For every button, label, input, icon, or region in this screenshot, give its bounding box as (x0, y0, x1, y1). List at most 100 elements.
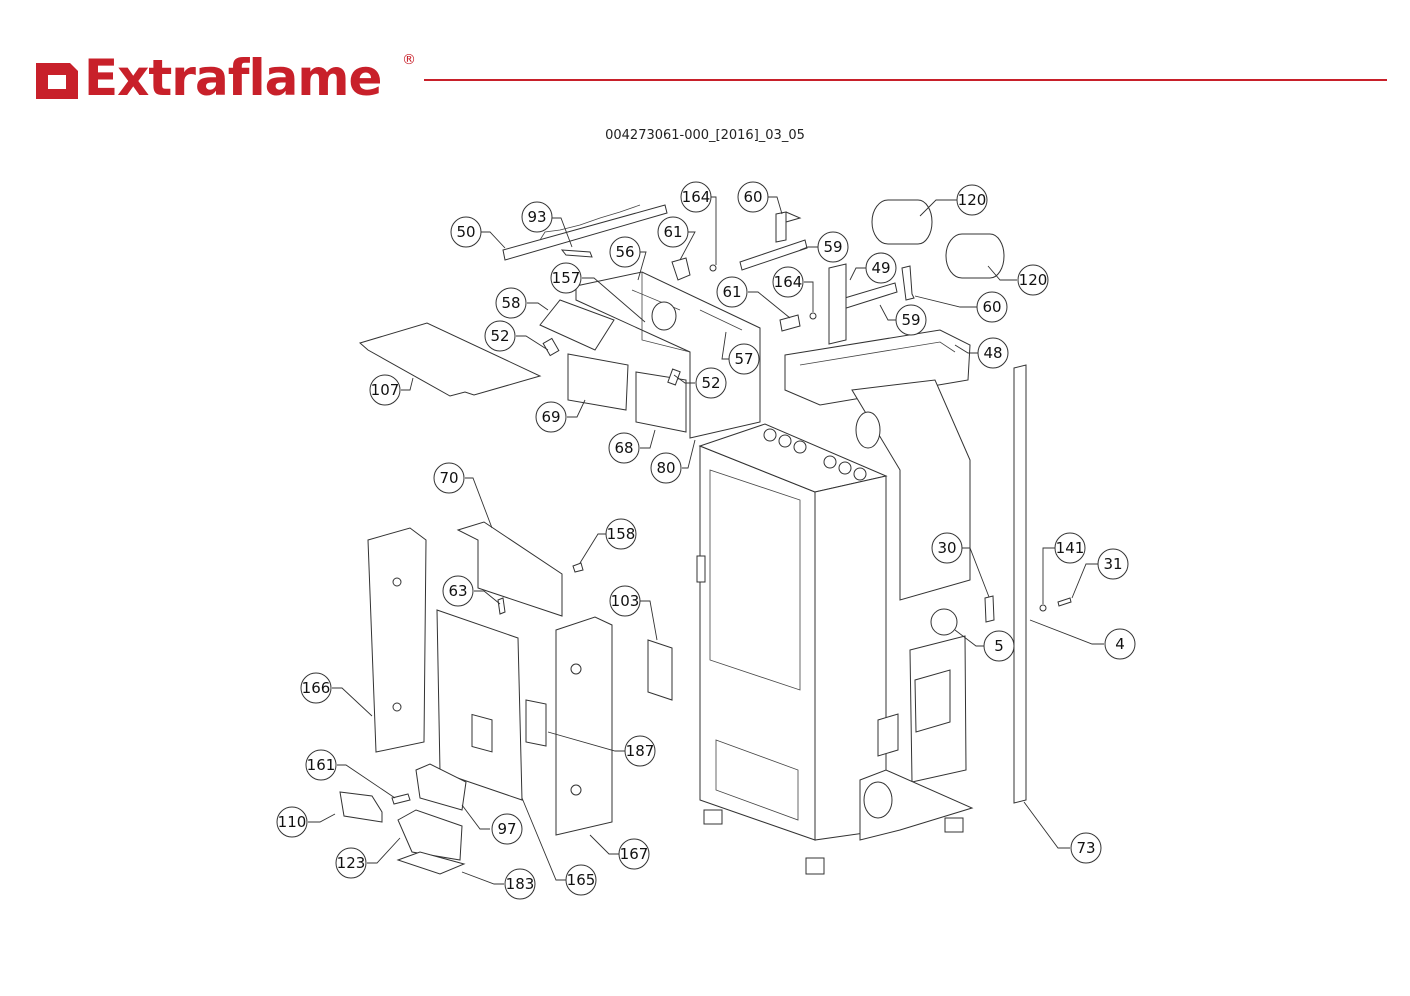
part-166-hole-bottom (392, 702, 402, 712)
svg-text:69: 69 (541, 408, 560, 426)
leader-5 (954, 629, 984, 647)
callout-93[interactable]: 93 (521, 201, 553, 233)
leader-166 (332, 687, 373, 717)
part-120-collar-top-body (888, 199, 933, 245)
callout-103[interactable]: 103 (609, 585, 641, 617)
callout-165[interactable]: 165 (565, 864, 597, 896)
main-body-window (709, 469, 801, 691)
leader-164a (711, 196, 717, 265)
svg-text:120: 120 (1019, 271, 1048, 289)
leader-31 (1071, 563, 1098, 599)
part-167-hole-bottom (570, 784, 582, 796)
leader-141 (1042, 547, 1055, 604)
callout-157[interactable]: 157 (550, 262, 582, 294)
leader-59a (799, 246, 818, 251)
leader-52b (673, 374, 695, 384)
callout-110[interactable]: 110 (276, 806, 308, 838)
callout-183[interactable]: 183 (504, 868, 536, 900)
callout-123[interactable]: 123 (335, 847, 367, 879)
foot-right (805, 857, 825, 875)
part-158-knob (572, 562, 584, 573)
leader-120b (987, 265, 1017, 281)
callout-4[interactable]: 4 (1104, 628, 1136, 660)
callout-167[interactable]: 167 (618, 838, 650, 870)
callout-164[interactable]: 164 (772, 266, 804, 298)
main-body-top-hole-1 (763, 428, 777, 442)
callout-166[interactable]: 166 (300, 672, 332, 704)
inspection-hatch (877, 713, 899, 757)
callout-57[interactable]: 57 (728, 343, 760, 375)
leader-164b (804, 281, 814, 312)
callout-120[interactable]: 120 (956, 184, 988, 216)
part-68-tray (635, 371, 687, 433)
callout-52[interactable]: 52 (484, 320, 516, 352)
callout-164[interactable]: 164 (680, 181, 712, 213)
part-167-side-panel (555, 616, 613, 836)
callout-141[interactable]: 141 (1054, 532, 1086, 564)
part-48-frame-inner (799, 341, 956, 366)
extraflame-logo-icon (36, 63, 78, 99)
part-183-gasket (396, 851, 466, 875)
callout-158[interactable]: 158 (605, 518, 637, 550)
part-31-bolt (1057, 597, 1072, 607)
callout-56[interactable]: 56 (609, 236, 641, 268)
callout-5[interactable]: 5 (983, 630, 1015, 662)
callout-52[interactable]: 52 (695, 367, 727, 399)
callouts: 50 93 164 60 120 61 56 59 157 49 120 58 … (276, 181, 1136, 900)
leader-58 (527, 302, 549, 311)
callout-61[interactable]: 61 (716, 276, 748, 308)
part-50-rail (502, 204, 668, 261)
callout-80[interactable]: 80 (650, 452, 682, 484)
callout-61[interactable]: 61 (657, 216, 689, 248)
leader-167 (589, 834, 619, 855)
callout-31[interactable]: 31 (1097, 548, 1129, 580)
leader-107 (401, 377, 414, 391)
callout-107[interactable]: 107 (369, 374, 401, 406)
callout-60[interactable]: 60 (976, 291, 1008, 323)
svg-text:48: 48 (983, 344, 1002, 362)
callout-59[interactable]: 59 (817, 231, 849, 263)
callout-68[interactable]: 68 (608, 432, 640, 464)
part-50-teeth (539, 204, 641, 241)
callout-49[interactable]: 49 (865, 252, 897, 284)
svg-text:110: 110 (278, 813, 307, 831)
leader-70 (465, 477, 493, 529)
callout-48[interactable]: 48 (977, 337, 1009, 369)
callout-161[interactable]: 161 (305, 749, 337, 781)
callout-70[interactable]: 70 (433, 462, 465, 494)
callout-50[interactable]: 50 (450, 216, 482, 248)
svg-text:93: 93 (527, 208, 546, 226)
callout-97[interactable]: 97 (491, 813, 523, 845)
base-fan-housing (863, 781, 893, 819)
part-57-bar (699, 309, 743, 331)
leader-68 (640, 429, 656, 449)
svg-text:4: 4 (1115, 635, 1125, 653)
part-80-edge (641, 272, 691, 353)
leader-52a (516, 335, 549, 351)
leader-63 (474, 590, 501, 605)
part-167-hole-top (570, 663, 582, 675)
svg-text:63: 63 (448, 582, 467, 600)
callout-120[interactable]: 120 (1017, 264, 1049, 296)
leader-48 (954, 344, 978, 354)
svg-text:49: 49 (871, 259, 890, 277)
svg-text:52: 52 (490, 327, 509, 345)
callout-30[interactable]: 30 (931, 532, 963, 564)
callout-187[interactable]: 187 (624, 735, 656, 767)
callout-59[interactable]: 59 (895, 304, 927, 336)
brand-logo: Extraflame (34, 52, 382, 104)
main-body-top-hole-4 (823, 455, 837, 469)
part-60-bracket-top (775, 211, 802, 243)
callout-60[interactable]: 60 (737, 181, 769, 213)
callout-69[interactable]: 69 (535, 401, 567, 433)
callout-58[interactable]: 58 (495, 287, 527, 319)
svg-text:30: 30 (937, 539, 956, 557)
callout-73[interactable]: 73 (1070, 832, 1102, 864)
svg-text:31: 31 (1103, 555, 1122, 573)
part-164-screw-mid (809, 312, 817, 320)
part-52-clip-left (542, 337, 560, 357)
leader-97 (461, 804, 490, 830)
part-63-latch (497, 597, 506, 615)
callout-63[interactable]: 63 (442, 575, 474, 607)
document-code: 004273061-000_[2016]_03_05 (605, 128, 805, 143)
